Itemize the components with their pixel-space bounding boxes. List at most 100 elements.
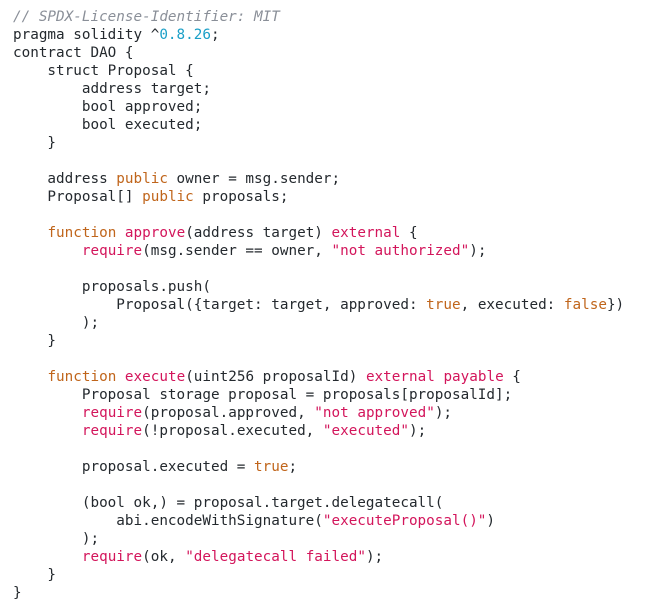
code-token-plain: (!proposal.executed,	[142, 423, 323, 439]
code-token-plain: Proposal storage proposal = proposals[pr…	[13, 387, 513, 403]
code-token-plain: );	[434, 405, 453, 421]
code-token-plain: , executed:	[460, 297, 564, 313]
code-token-plain: struct Proposal {	[13, 63, 194, 79]
code-token-plain	[13, 549, 82, 565]
code-token-plain: {	[503, 369, 521, 385]
code-token-builtin: execute	[124, 369, 186, 385]
code-token-plain: );	[13, 531, 100, 547]
code-token-plain: }	[13, 567, 57, 583]
code-token-keyword: true	[426, 297, 461, 313]
code-token-keyword: false	[563, 297, 607, 313]
code-line: );	[13, 314, 660, 332]
code-token-plain: (bool ok,) = proposal.target.delegatecal…	[13, 495, 444, 511]
code-line: Proposal[] public proposals;	[13, 188, 660, 206]
code-line: }	[13, 566, 660, 584]
code-line	[13, 440, 660, 458]
code-token-builtin: external	[331, 225, 401, 241]
code-line: require(ok, "delegatecall failed");	[13, 548, 660, 566]
code-token-builtin: approve	[124, 225, 186, 241]
code-token-builtin: require	[81, 405, 143, 421]
code-token-plain: bool approved;	[13, 99, 203, 115]
code-token-plain: (uint256 proposalId)	[185, 369, 366, 385]
code-line: (bool ok,) = proposal.target.delegatecal…	[13, 494, 660, 512]
code-token-plain: {	[400, 225, 418, 241]
code-token-plain	[116, 225, 125, 241]
code-token-plain: }	[13, 333, 57, 349]
code-line: require(proposal.approved, "not approved…	[13, 404, 660, 422]
code-token-string: "executed"	[322, 423, 409, 439]
code-token-plain: );	[13, 315, 100, 331]
code-token-plain: pragma solidity ^	[13, 27, 160, 43]
code-token-string: "not authorized"	[331, 243, 470, 259]
code-token-string: "executeProposal()"	[322, 513, 487, 529]
code-line: Proposal storage proposal = proposals[pr…	[13, 386, 660, 404]
code-line: require(msg.sender == owner, "not author…	[13, 242, 660, 260]
code-token-string: "delegatecall failed"	[185, 549, 366, 565]
code-token-builtin: require	[81, 423, 143, 439]
code-token-plain: proposals;	[193, 189, 289, 205]
code-token-plain: }	[13, 585, 22, 601]
code-token-plain: (proposal.approved,	[142, 405, 315, 421]
code-line: function approve(address target) externa…	[13, 224, 660, 242]
code-line: require(!proposal.executed, "executed");	[13, 422, 660, 440]
code-token-keyword: public	[116, 171, 168, 187]
code-token-plain: contract DAO {	[13, 45, 134, 61]
code-token-keyword: function	[47, 225, 117, 241]
code-line: proposals.push(	[13, 278, 660, 296]
code-line: Proposal({target: target, approved: true…	[13, 296, 660, 314]
code-token-plain: ;	[288, 459, 298, 475]
code-token-comment: // SPDX-License-Identifier: MIT	[13, 9, 280, 25]
code-line: struct Proposal {	[13, 62, 660, 80]
code-token-plain: (msg.sender == owner,	[142, 243, 332, 259]
code-token-plain: );	[469, 243, 487, 259]
code-token-plain: })	[606, 297, 625, 313]
code-line: }	[13, 134, 660, 152]
code-token-plain: bool executed;	[13, 117, 203, 133]
code-line: function execute(uint256 proposalId) ext…	[13, 368, 660, 386]
code-token-plain: Proposal[]	[13, 189, 143, 205]
code-token-plain	[13, 369, 47, 385]
code-token-plain: proposals.push(	[13, 279, 211, 295]
code-token-builtin: external	[365, 369, 435, 385]
code-line: // SPDX-License-Identifier: MIT	[13, 8, 660, 26]
code-line: }	[13, 332, 660, 350]
code-token-plain	[116, 369, 125, 385]
code-token-builtin: require	[81, 243, 143, 259]
code-token-plain: );	[365, 549, 384, 565]
code-token-plain: (address target)	[185, 225, 332, 241]
code-token-plain: proposal.executed =	[13, 459, 255, 475]
code-line: proposal.executed = true;	[13, 458, 660, 476]
code-token-plain: )	[486, 513, 496, 529]
code-line: address public owner = msg.sender;	[13, 170, 660, 188]
code-token-plain	[13, 243, 82, 259]
code-token-plain: address target;	[13, 81, 211, 97]
code-line: bool executed;	[13, 116, 660, 134]
code-token-plain: abi.encodeWithSignature(	[13, 513, 323, 529]
code-token-keyword: public	[142, 189, 194, 205]
code-line	[13, 152, 660, 170]
code-token-builtin: payable	[443, 369, 504, 385]
code-token-plain: ;	[210, 27, 220, 43]
code-line	[13, 476, 660, 494]
code-token-plain: address	[13, 171, 117, 187]
code-token-plain	[13, 405, 82, 421]
code-line: bool approved;	[13, 98, 660, 116]
code-line: contract DAO {	[13, 44, 660, 62]
code-line: address target;	[13, 80, 660, 98]
code-line: }	[13, 584, 660, 602]
code-token-keyword: function	[47, 369, 117, 385]
code-line	[13, 206, 660, 224]
code-token-plain: Proposal({target: target, approved:	[13, 297, 427, 313]
code-token-plain: );	[408, 423, 427, 439]
code-token-plain: (ok,	[142, 549, 186, 565]
code-token-plain: owner = msg.sender;	[167, 171, 341, 187]
code-token-number: 0.8.26	[159, 27, 211, 43]
code-token-plain	[13, 423, 82, 439]
code-token-keyword: true	[254, 459, 289, 475]
code-line: pragma solidity ^0.8.26;	[13, 26, 660, 44]
code-line: );	[13, 530, 660, 548]
code-line: abi.encodeWithSignature("executeProposal…	[13, 512, 660, 530]
code-token-plain	[13, 225, 47, 241]
code-token-builtin: require	[81, 549, 143, 565]
